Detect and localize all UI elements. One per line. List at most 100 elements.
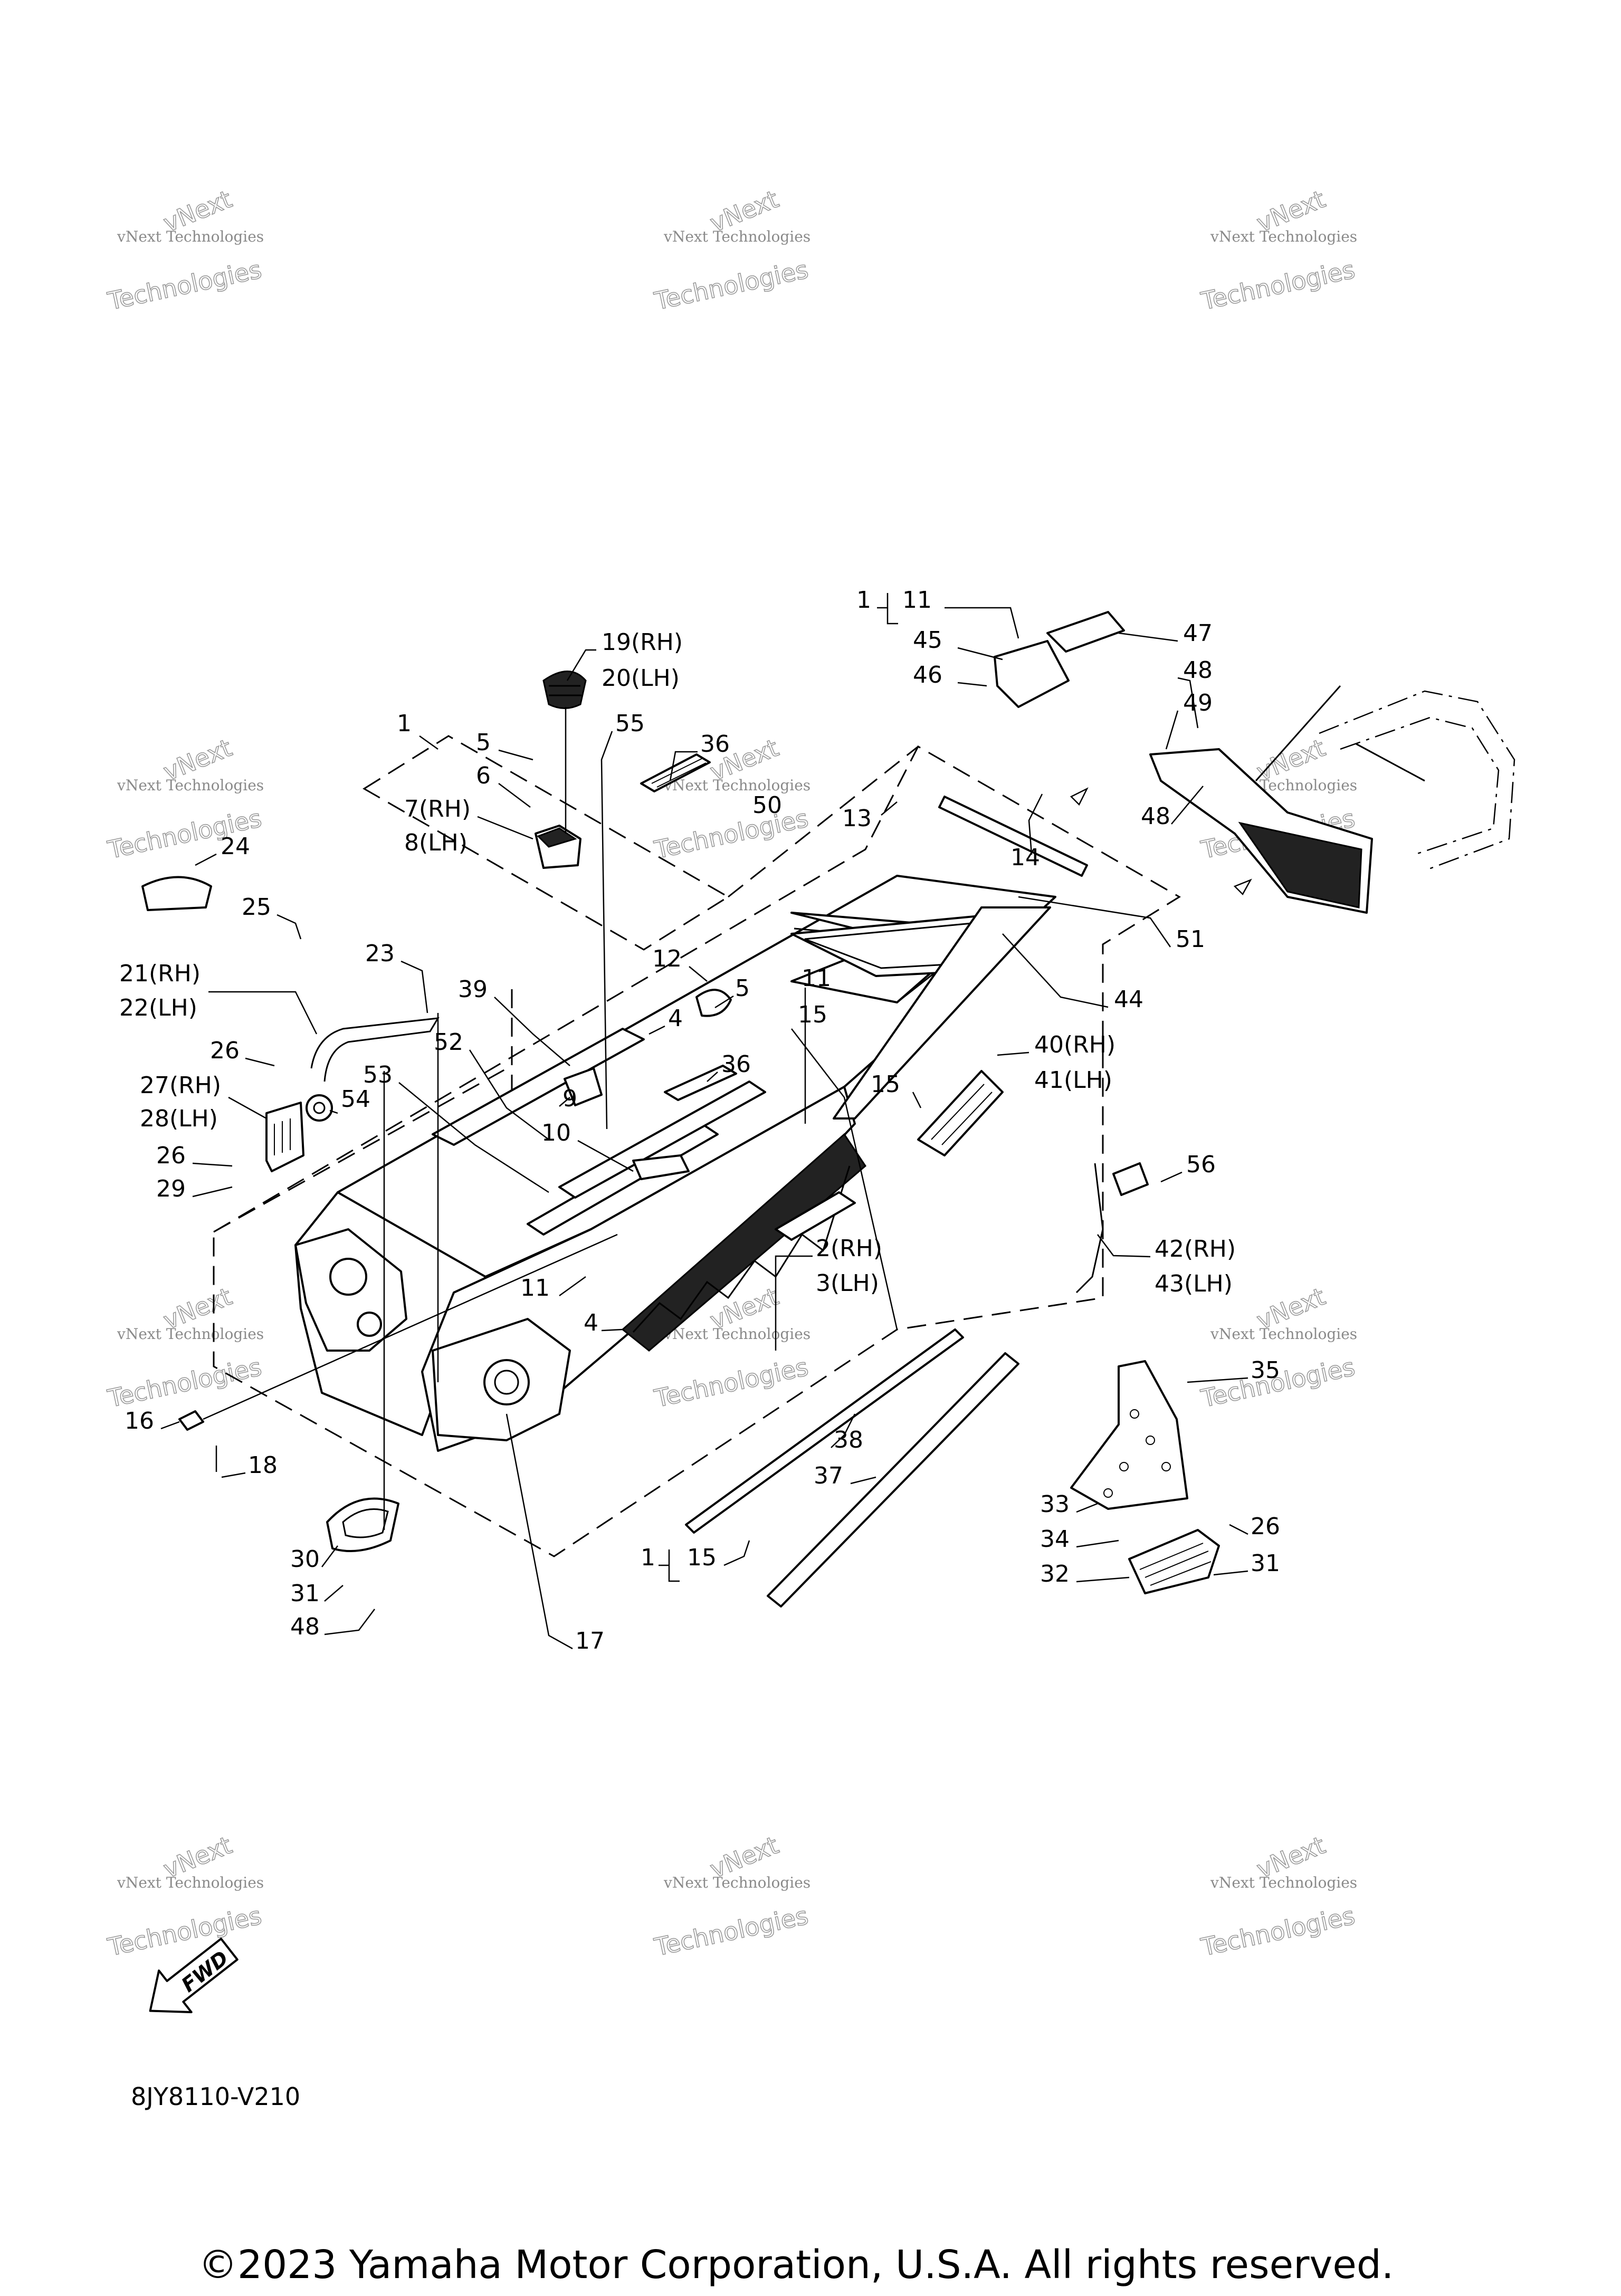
diagram-code: 8JY8110-V210 bbox=[131, 2082, 300, 2111]
phantom-tie bbox=[1255, 685, 1425, 782]
leader-48a bbox=[1177, 677, 1199, 729]
callout-c26a: 26 bbox=[210, 1037, 240, 1064]
deck-strip-a bbox=[432, 1028, 645, 1146]
part-47-hitch bbox=[1046, 611, 1125, 653]
callout-c15c: 15 bbox=[687, 1544, 717, 1571]
part-49-grille bbox=[1238, 821, 1362, 908]
part-2-bracket bbox=[775, 1191, 856, 1241]
callout-c33: 33 bbox=[1040, 1491, 1070, 1518]
watermark-text: vNext Technologies bbox=[663, 777, 810, 794]
callout-c17: 17 bbox=[575, 1628, 605, 1654]
leader-37 bbox=[850, 1476, 876, 1485]
callout-c28: 28(LH) bbox=[140, 1105, 218, 1132]
leader-lines bbox=[160, 593, 1252, 1650]
callout-c32: 32 bbox=[1040, 1561, 1070, 1587]
leader-36b bbox=[707, 1072, 718, 1082]
callout-c11a: 11 bbox=[902, 587, 932, 614]
tunnel-assembly bbox=[294, 875, 1056, 1452]
bulkhead-hole-a bbox=[329, 1258, 367, 1296]
part-40-guard bbox=[917, 1070, 1004, 1156]
leader-1c bbox=[659, 1549, 680, 1582]
callout-c16: 16 bbox=[125, 1408, 154, 1434]
callout-c4b: 4 bbox=[584, 1309, 598, 1336]
leader-4a bbox=[649, 1025, 665, 1035]
leader-7 bbox=[477, 816, 533, 840]
part-19-boot bbox=[542, 671, 587, 709]
leader-25 bbox=[276, 914, 302, 940]
leader-18 bbox=[221, 1472, 246, 1478]
part-35-holes bbox=[1103, 1409, 1171, 1498]
callout-c52: 52 bbox=[434, 1029, 463, 1056]
leader-1a bbox=[877, 593, 898, 625]
part-16-cap bbox=[178, 1410, 204, 1431]
fwd-arrow-shape bbox=[149, 1937, 239, 2013]
callout-c2: 2(RH) bbox=[816, 1235, 882, 1262]
leader-11c bbox=[559, 1276, 586, 1297]
callout-c50: 50 bbox=[752, 792, 782, 819]
copyright-notice: ©2023 Yamaha Motor Corporation, U.S.A. A… bbox=[198, 2242, 1394, 2288]
leader-5b bbox=[714, 995, 734, 1009]
callout-c35: 35 bbox=[1251, 1357, 1280, 1384]
leader-56 bbox=[1160, 1171, 1183, 1183]
leader-39 bbox=[494, 997, 570, 1066]
callout-c54: 54 bbox=[341, 1086, 370, 1113]
callout-c34: 34 bbox=[1040, 1526, 1070, 1553]
part-54-grommet-inner bbox=[313, 1102, 326, 1114]
callout-c4a: 4 bbox=[668, 1005, 683, 1032]
leader-21 bbox=[208, 991, 318, 1035]
leader-48c bbox=[324, 1609, 375, 1635]
watermark-text: vNext Technologies bbox=[117, 228, 264, 245]
callout-c10: 10 bbox=[541, 1120, 571, 1146]
callout-c15b: 15 bbox=[871, 1071, 900, 1098]
watermark-text: vNext Technologies bbox=[663, 228, 810, 245]
part-10-cap bbox=[632, 1154, 690, 1180]
leader-12 bbox=[689, 966, 708, 982]
callout-c5b: 5 bbox=[735, 975, 750, 1002]
watermark-word-2: Technologies bbox=[105, 1353, 264, 1413]
part-32-ribs bbox=[1139, 1543, 1212, 1586]
callout-c43: 43(LH) bbox=[1155, 1270, 1233, 1297]
part-12-disk bbox=[695, 989, 732, 1017]
watermark-word-2: Technologies bbox=[105, 1901, 264, 1962]
part-38-rail bbox=[685, 1328, 964, 1534]
callout-c48a: 48 bbox=[1183, 657, 1213, 684]
leader-49 bbox=[1165, 710, 1179, 750]
leader-13 bbox=[881, 801, 898, 816]
callout-c7: 7(RH) bbox=[404, 796, 471, 822]
small-parts bbox=[141, 611, 1515, 1608]
leader-53 bbox=[398, 1082, 549, 1193]
callout-c21: 21(RH) bbox=[119, 960, 201, 987]
callout-c1b: 1 bbox=[397, 710, 412, 737]
callout-c11b: 11 bbox=[802, 965, 831, 992]
leader-55 bbox=[600, 731, 613, 1130]
leader-31a bbox=[1213, 1570, 1248, 1576]
leader-11a bbox=[945, 607, 1019, 639]
callout-c6: 6 bbox=[476, 762, 491, 789]
callout-c12: 12 bbox=[652, 945, 682, 972]
part-32-step-cover bbox=[1128, 1529, 1220, 1594]
rear-frame-phantom bbox=[1319, 690, 1515, 872]
leader-52 bbox=[469, 1049, 549, 1140]
leader-26a bbox=[245, 1057, 275, 1067]
watermark-word-2: Technologies bbox=[1198, 1901, 1357, 1962]
callout-c36b: 36 bbox=[721, 1051, 751, 1078]
leader-34 bbox=[1076, 1539, 1119, 1548]
callout-c19: 19(RH) bbox=[602, 629, 683, 656]
watermark-text: vNext Technologies bbox=[663, 1325, 810, 1343]
leader-32 bbox=[1076, 1576, 1130, 1583]
leader-30 bbox=[321, 1545, 338, 1567]
leader-6 bbox=[498, 783, 531, 808]
leader-51 bbox=[1018, 896, 1171, 948]
leader-16 bbox=[160, 1421, 180, 1430]
callout-c11c: 11 bbox=[520, 1275, 550, 1302]
assembly-outline-upper bbox=[363, 735, 730, 951]
callout-c18: 18 bbox=[248, 1452, 278, 1479]
leader-2 bbox=[775, 1255, 813, 1351]
part-36-pad-lower bbox=[664, 1065, 737, 1101]
